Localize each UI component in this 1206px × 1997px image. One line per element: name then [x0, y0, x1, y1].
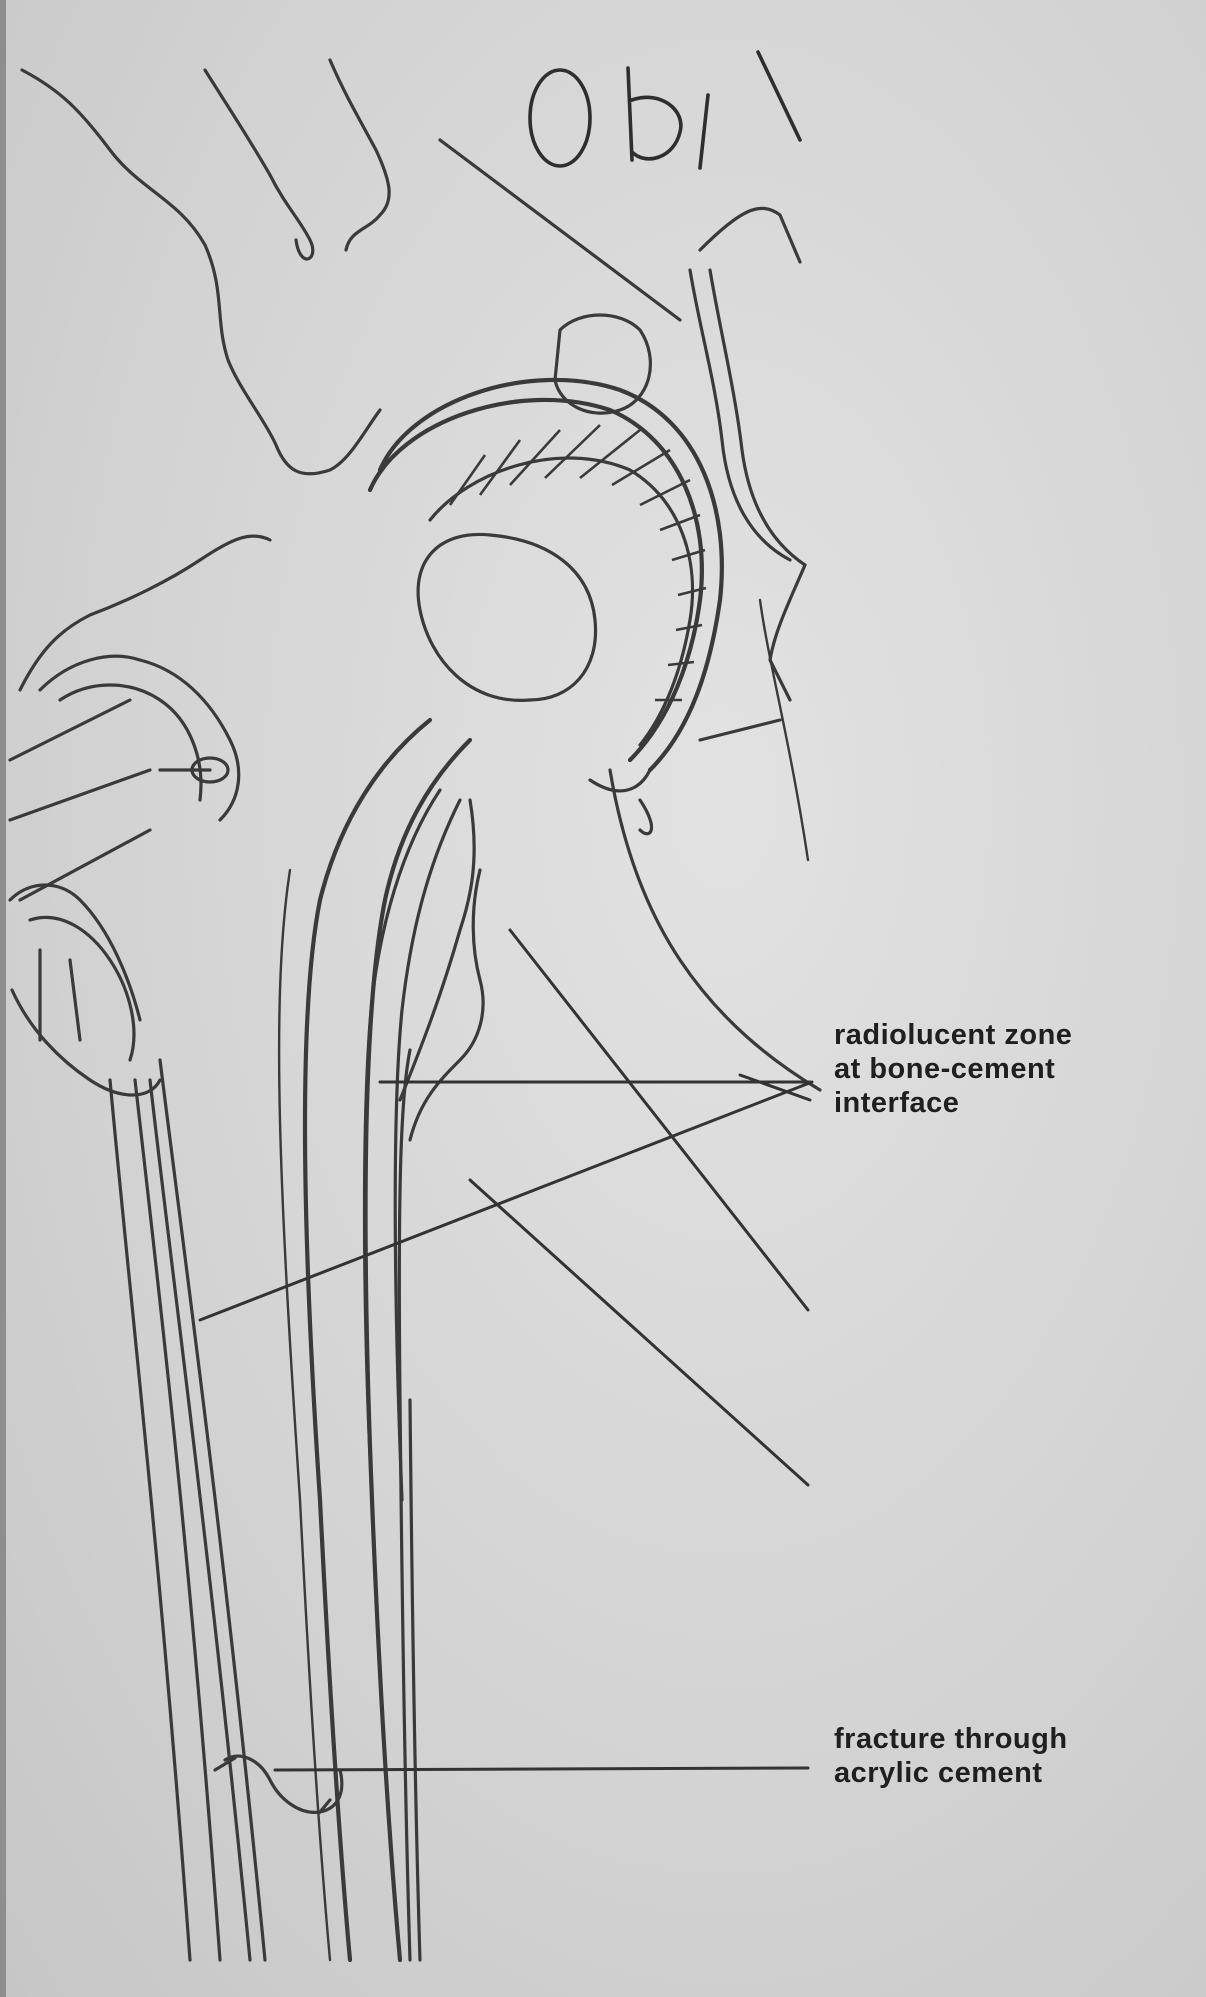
pelvis-outline — [22, 60, 808, 860]
annotation-radiolucent-zone: radiolucent zone at bone-cement interfac… — [834, 1018, 1072, 1120]
femoral-head — [418, 534, 595, 700]
leader-radiolucent-2 — [200, 1082, 812, 1320]
acetabular-cup — [370, 380, 722, 770]
leader-diagonal-upper — [510, 930, 808, 1310]
greater-trochanter — [10, 536, 270, 1095]
femoral-shaft — [110, 1060, 265, 1960]
handwritten-marker — [530, 52, 800, 168]
annotation-line: interface — [834, 1086, 1072, 1120]
leader-lines — [200, 930, 812, 1770]
leader-fracture — [275, 1768, 808, 1770]
annotation-fracture: fracture through acrylic cement — [834, 1722, 1068, 1790]
annotation-line: radiolucent zone — [834, 1018, 1072, 1052]
leader-diagonal-lower — [470, 1180, 808, 1485]
medial-femur — [410, 720, 820, 1140]
annotation-line: at bone-cement — [834, 1052, 1072, 1086]
femoral-stem — [279, 720, 474, 1960]
annotation-line: acrylic cement — [834, 1756, 1068, 1790]
annotation-line: fracture through — [834, 1722, 1068, 1756]
